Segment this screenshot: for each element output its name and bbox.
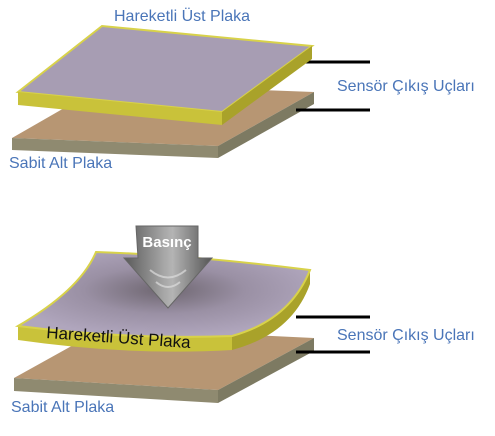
top-diagram: Hareketli Üst Plaka Sensör Çıkış Uçları … <box>9 7 475 172</box>
pressure-arrow: Basınç <box>122 225 214 309</box>
arrow-ripple-1 <box>149 269 187 279</box>
bottom-plate-label-2: Sabit Alt Plaka <box>11 399 114 416</box>
pressure-arrow-icon <box>122 225 214 309</box>
top-plate-label: Hareketli Üst Plaka <box>114 7 250 25</box>
bottom-plate-front-edge-2 <box>14 378 218 403</box>
arrow-ripple-2 <box>155 281 181 288</box>
bottom-diagram: Basınç Hareketli Üst Plaka Sensör Çıkış … <box>11 225 475 416</box>
pressure-label: Basınç <box>142 234 191 251</box>
top-plate-side-edge <box>222 46 312 125</box>
sensor-leads-label-2: Sensör Çıkış Uçları <box>337 327 475 344</box>
moving-top-plate <box>15 24 315 125</box>
top-plate-front-edge <box>18 92 222 125</box>
bottom-plate-label: Sabit Alt Plaka <box>9 155 112 172</box>
bottom-plate-side-edge-2 <box>218 338 314 403</box>
bottom-plate-front-edge <box>12 138 218 158</box>
sensor-leads-label: Sensör Çıkış Uçları <box>337 78 475 95</box>
bottom-plate-side-edge <box>218 92 314 158</box>
